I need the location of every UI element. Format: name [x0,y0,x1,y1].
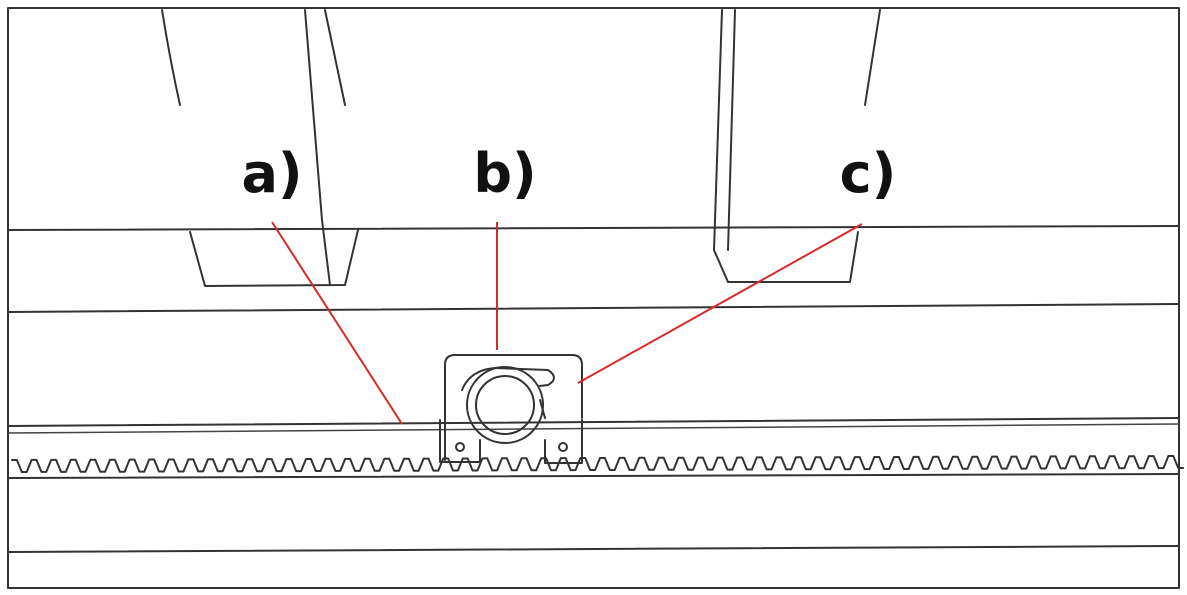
right-post [713,9,881,283]
leader-lines [271,221,863,425]
left-post [161,9,359,287]
motor-bracket [439,354,583,464]
leader-line-a [271,221,403,425]
rack-bar [7,417,1180,434]
bracket-right-bolt-icon [558,442,568,452]
label-b: b) [473,142,536,205]
rack-teeth-zigzag [11,455,1185,473]
gear-rack-teeth [11,455,1185,473]
middle-rail [7,303,1180,313]
rack-bottom-edge [7,473,1180,479]
leader-line-c [577,223,863,384]
pinion-gear [466,366,544,444]
outer-frame [7,7,1180,589]
lower-rail [7,545,1180,553]
label-c: c) [840,142,897,205]
label-a: a) [241,142,302,205]
upper-rail [7,225,1180,231]
bracket-left-bolt-icon [455,442,465,452]
